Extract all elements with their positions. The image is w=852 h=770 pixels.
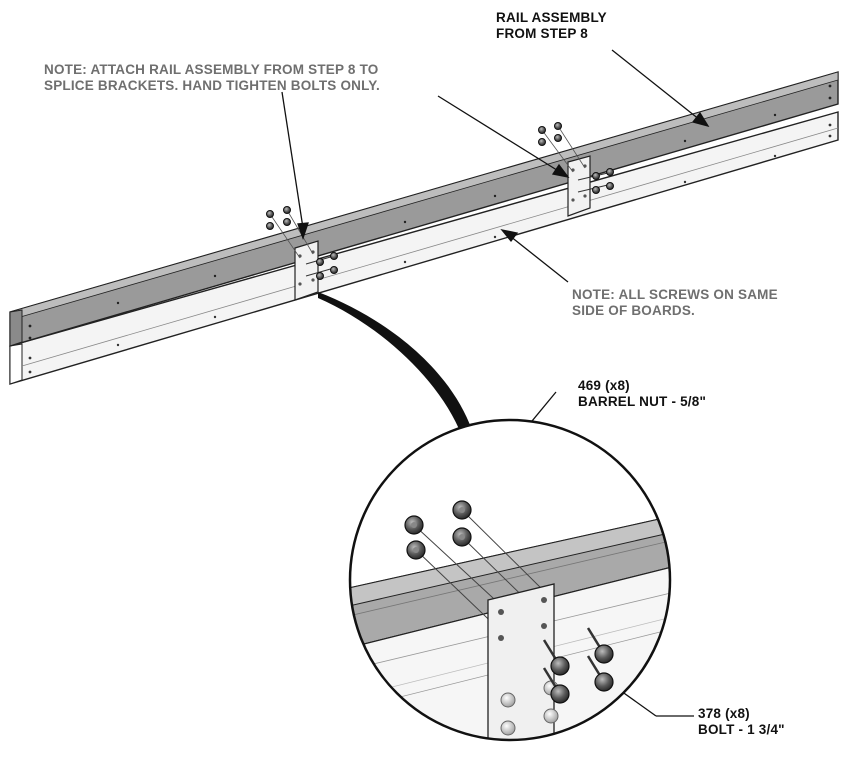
rail-assembly-line1: RAIL ASSEMBLY (496, 10, 607, 25)
arrow-to-left-bracket (281, 91, 304, 229)
barrel-nut-group-right (538, 122, 586, 173)
bolt-description: BOLT - 1 3/4" (698, 722, 785, 737)
arrow-to-right-bracket (437, 95, 561, 173)
bolts-zoomed (542, 627, 614, 704)
bolt-callout: 378 (x8) BOLT - 1 3/4" (698, 706, 785, 738)
note-screws-line1: NOTE: ALL SCREWS ON SAME (572, 287, 778, 302)
bolt-part-number: 378 (x8) (698, 706, 750, 721)
barrel-nut-part-number: 469 (x8) (578, 378, 630, 393)
bolt-group-right (577, 168, 614, 194)
barrel-nut-group-left (266, 206, 314, 259)
barrel-nuts-zoomed (404, 500, 548, 637)
arrow-to-rail (611, 49, 701, 121)
note-attach-label: NOTE: ATTACH RAIL ASSEMBLY FROM STEP 8 T… (44, 62, 380, 94)
splice-bracket-zoomed (487, 583, 559, 740)
rail-assembly-label: RAIL ASSEMBLY FROM STEP 8 (496, 10, 607, 42)
bolt-group-left (305, 252, 338, 280)
rail-assembly-line2: FROM STEP 8 (496, 26, 588, 41)
bottom-board (9, 111, 839, 385)
note-attach-line1: NOTE: ATTACH RAIL ASSEMBLY FROM STEP 8 T… (44, 62, 379, 77)
arrow-to-screws (509, 235, 569, 283)
splice-bracket-right (538, 122, 614, 217)
barrel-nut-callout: 469 (x8) BARREL NUT - 5/8" (578, 378, 706, 410)
top-board (9, 71, 839, 347)
note-screws-line2: SIDE OF BOARDS. (572, 303, 696, 318)
note-attach-line2: SPLICE BRACKETS. HAND TIGHTEN BOLTS ONLY… (44, 78, 380, 93)
note-screws-label: NOTE: ALL SCREWS ON SAME SIDE OF BOARDS. (572, 287, 778, 319)
barrel-nut-description: BARREL NUT - 5/8" (578, 394, 707, 409)
zoom-connector (318, 292, 472, 436)
rail-assembly (9, 71, 839, 385)
